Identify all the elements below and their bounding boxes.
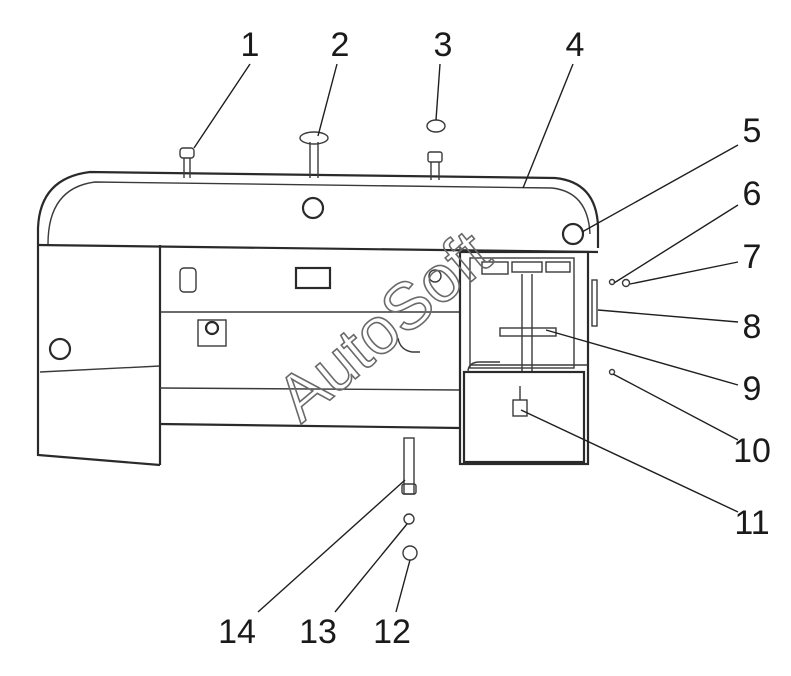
leader-lines: [193, 63, 739, 613]
right-compartment: [458, 222, 590, 466]
bottom-hardware: [401, 437, 418, 561]
callout-1: 1: [241, 26, 260, 64]
callout-5: 5: [743, 112, 762, 150]
callout-2: 2: [331, 26, 350, 64]
callout-11: 11: [734, 504, 769, 542]
callout-4: 4: [566, 26, 585, 64]
callout-3: 3: [434, 26, 453, 64]
panel-details: [179, 196, 442, 353]
callout-14: 14: [218, 613, 256, 651]
housing-outline: [36, 170, 600, 467]
callout-8: 8: [743, 308, 762, 346]
callout-9: 9: [743, 370, 762, 408]
callout-10: 10: [733, 432, 771, 470]
top-fasteners: [179, 119, 446, 180]
side-hardware: [591, 278, 631, 376]
callout-7: 7: [743, 238, 762, 276]
callout-13: 13: [299, 613, 337, 651]
callout-6: 6: [743, 175, 762, 213]
callout-12: 12: [373, 613, 411, 651]
callout-labels: 1 2 3 4 5 6 7 8 9 10 11 12 13 14: [218, 26, 771, 651]
